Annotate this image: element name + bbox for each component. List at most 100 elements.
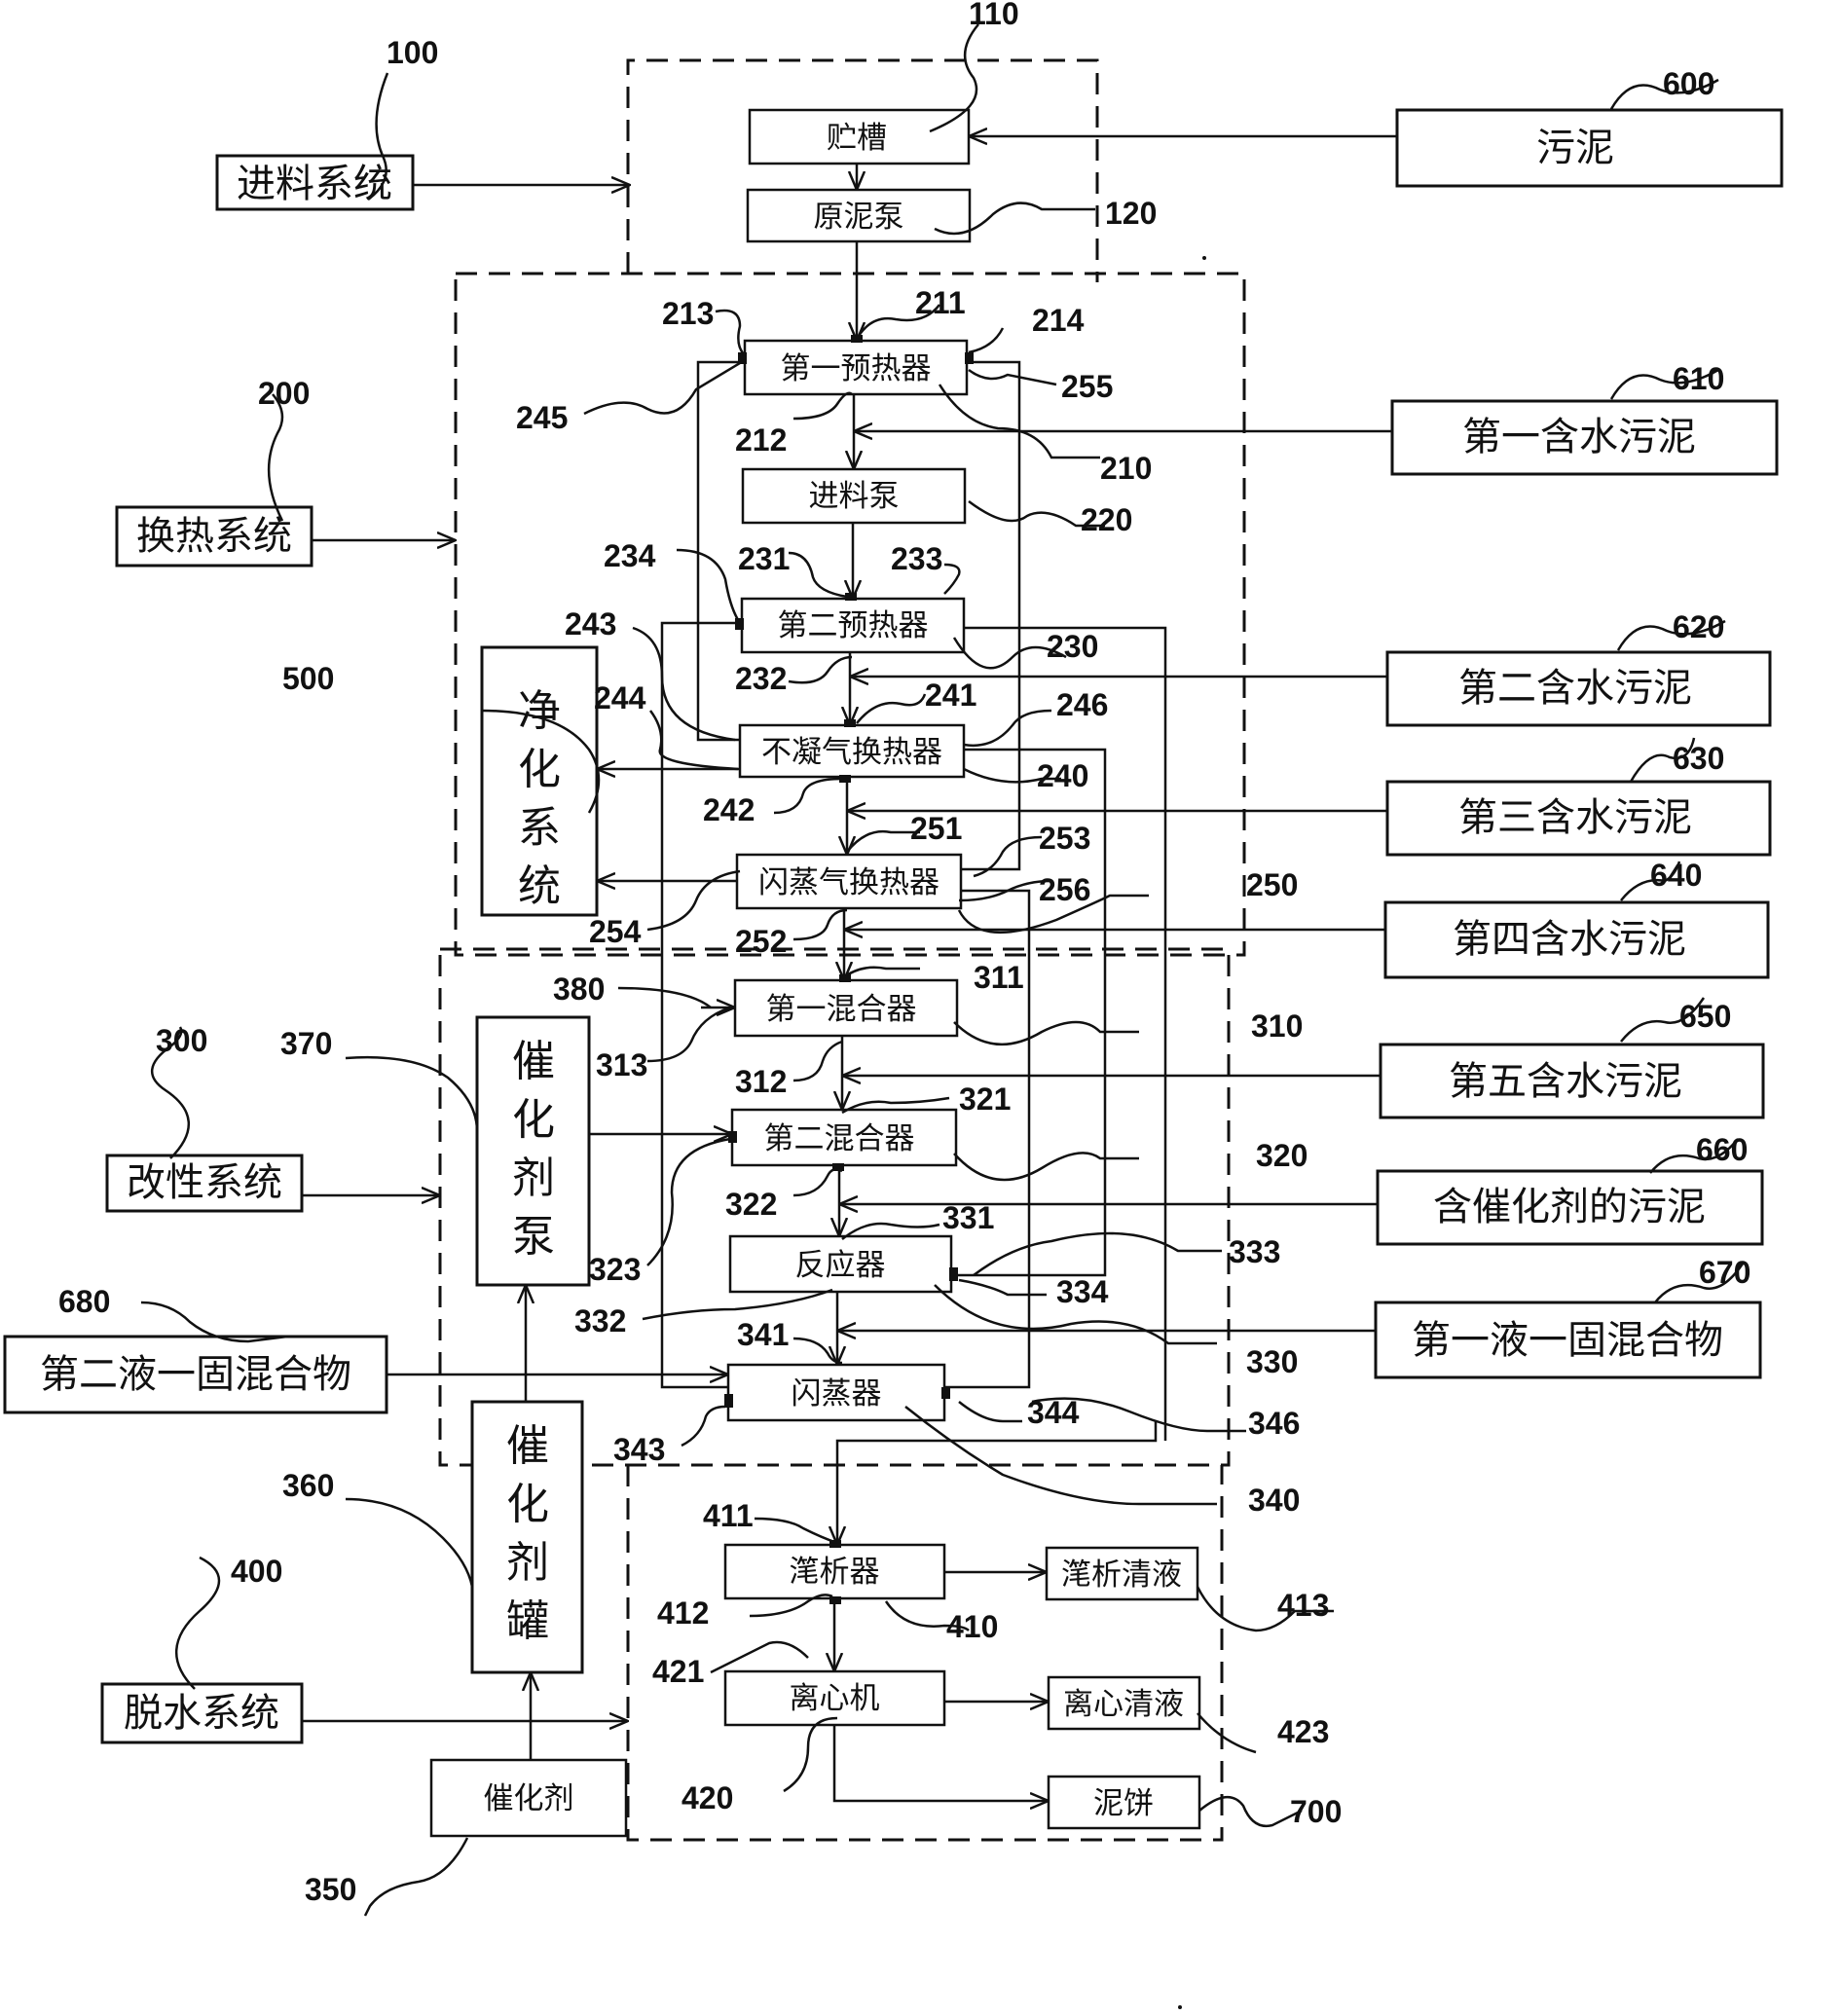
dewatering-system-label: 脱水系统 [124, 1691, 279, 1736]
purification-char-2: 化 [518, 745, 561, 794]
ref-255: 255 [1061, 369, 1113, 404]
leader-230 [952, 637, 1067, 670]
noncondensable-hx-label: 不凝气换热器 [761, 735, 942, 770]
ref-231: 231 [738, 541, 790, 576]
leader-323 [646, 1137, 731, 1266]
purification-char-4: 统 [518, 861, 561, 911]
sludge-box [1395, 108, 1784, 188]
ref-320: 320 [1256, 1138, 1308, 1173]
loop-preheater2-flash [660, 621, 742, 1389]
leader-244 [648, 710, 739, 771]
port-214 [965, 352, 974, 364]
ref-341: 341 [737, 1317, 789, 1352]
port-311 [839, 974, 851, 982]
second-mixer-label: 第二混合器 [764, 1121, 915, 1156]
heat-exchange-system-label: 换热系统 [136, 514, 292, 559]
liquid-solid-2-label: 第二液一固混合物 [40, 1352, 351, 1397]
feed-pump-box [741, 467, 967, 525]
dewatering-system-boundary [626, 1465, 1224, 1842]
leader-200 [267, 393, 284, 522]
leader-420 [783, 1716, 838, 1793]
ref-420: 420 [682, 1780, 733, 1815]
ref-413: 413 [1277, 1588, 1329, 1623]
leader-311 [841, 966, 920, 980]
catalyst-sludge-label: 含催化剂的污泥 [1433, 1185, 1706, 1229]
leader-331 [841, 1222, 940, 1240]
ref-350: 350 [305, 1872, 356, 1907]
ref-245: 245 [516, 400, 568, 435]
leader-610 [1609, 368, 1719, 400]
ref-630: 630 [1673, 741, 1724, 776]
ref-310: 310 [1251, 1008, 1303, 1044]
water-sludge-1-box [1390, 399, 1779, 476]
ref-322: 322 [725, 1187, 777, 1222]
first-mixer-box [733, 978, 959, 1038]
ref-120: 120 [1105, 196, 1157, 231]
decant-liquid-label: 滗析清液 [1061, 1558, 1182, 1593]
port-322 [832, 1163, 844, 1171]
leader-253 [973, 835, 1043, 878]
leader-380 [617, 986, 712, 1008]
ref-500: 500 [282, 661, 334, 696]
modification-system-label: 改性系统 [127, 1160, 282, 1205]
port-213 [738, 352, 747, 364]
loop-preheater2-flash-out [964, 626, 1167, 1441]
leader-251 [846, 829, 920, 853]
ref-210: 210 [1100, 451, 1152, 486]
decanter-label: 滗析器 [790, 1555, 880, 1590]
leader-320 [953, 1152, 1139, 1182]
leader-210 [938, 384, 1100, 459]
catalyst-pump-char-4: 泵 [512, 1212, 555, 1262]
leader-245 [583, 358, 746, 416]
leader-620 [1616, 619, 1726, 651]
leader-100 [367, 72, 389, 202]
ref-331: 331 [942, 1200, 994, 1235]
leader-400 [174, 1556, 221, 1690]
leader-232 [788, 655, 853, 684]
first-preheater-box [743, 339, 969, 396]
port-344 [941, 1387, 950, 1399]
port-242 [839, 775, 851, 783]
raw-sludge-pump-label: 原泥泵 [814, 200, 904, 235]
ref-332: 332 [574, 1303, 626, 1338]
feed-system-box [215, 154, 415, 211]
leader-231 [788, 551, 848, 599]
ref-233: 233 [891, 541, 942, 576]
sludge-label: 污泥 [1536, 126, 1614, 170]
ref-240: 240 [1037, 758, 1088, 793]
purification-system-box [480, 645, 599, 917]
heat-exchange-system-boundary [454, 272, 1246, 957]
raw-sludge-pump-box [746, 188, 972, 243]
modification-system-boundary [438, 947, 1231, 1467]
leader-680 [140, 1301, 288, 1343]
ref-340: 340 [1248, 1483, 1300, 1518]
ref-321: 321 [959, 1081, 1011, 1117]
storage-tank-box [748, 108, 971, 165]
ref-412: 412 [657, 1595, 709, 1631]
water-sludge-1-label: 第一含水污泥 [1462, 415, 1696, 459]
centrifuge-label: 离心机 [790, 1681, 880, 1716]
leader-242 [773, 777, 843, 815]
leader-254 [646, 869, 741, 932]
catalyst-sludge-box [1376, 1169, 1764, 1246]
leader-334 [958, 1278, 1047, 1297]
leader-423 [1197, 1712, 1257, 1754]
loop-fshx-flash [944, 889, 1031, 1389]
centrifuge-liquid-label: 离心清液 [1063, 1687, 1184, 1722]
ref-312: 312 [735, 1064, 787, 1099]
leader-341 [792, 1337, 843, 1365]
ref-400: 400 [231, 1554, 282, 1589]
leader-411 [754, 1517, 838, 1545]
catalyst-tank-char-2: 化 [506, 1480, 549, 1529]
leader-346 [1031, 1397, 1246, 1433]
heat-exchange-system-box [115, 505, 313, 568]
leader-600 [1609, 78, 1719, 110]
ref-251: 251 [910, 811, 962, 846]
leader-650 [1620, 997, 1706, 1043]
port-241 [844, 719, 856, 727]
decant-liquid-box [1045, 1546, 1199, 1601]
ref-200: 200 [258, 376, 310, 411]
water-sludge-5-box [1379, 1043, 1765, 1119]
leader-241 [856, 693, 927, 724]
ref-423: 423 [1277, 1714, 1329, 1749]
